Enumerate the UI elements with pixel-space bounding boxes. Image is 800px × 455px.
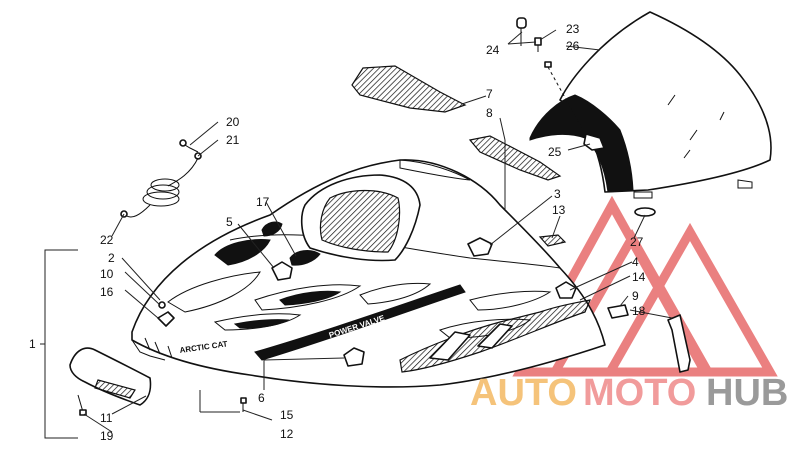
callout-25: 25 bbox=[548, 145, 562, 159]
callout-27: 27 bbox=[630, 235, 644, 249]
strip-8 bbox=[468, 135, 562, 181]
callout-6: 6 bbox=[258, 391, 265, 405]
callout-26: 26 bbox=[566, 39, 580, 53]
callout-22: 22 bbox=[100, 233, 114, 247]
seal-27 bbox=[634, 207, 656, 217]
watermark-hub: HUB bbox=[706, 372, 788, 414]
callout-17: 17 bbox=[256, 195, 270, 209]
callout-1: 1 bbox=[29, 337, 36, 351]
hood: POWER VALVE ARCTIC CAT bbox=[131, 159, 606, 388]
callout-13: 13 bbox=[552, 203, 566, 217]
leader-lines bbox=[40, 29, 673, 439]
patch-3 bbox=[467, 237, 493, 257]
callout-16: 16 bbox=[100, 285, 114, 299]
callout-24: 24 bbox=[486, 43, 500, 57]
callout-12: 12 bbox=[280, 427, 294, 441]
callout-15: 15 bbox=[280, 408, 294, 422]
callout-18: 18 bbox=[632, 304, 646, 318]
grommet-17 bbox=[289, 250, 321, 266]
callout-11: 11 bbox=[100, 411, 113, 425]
callout-9: 9 bbox=[632, 289, 639, 303]
decal-7 bbox=[351, 65, 467, 113]
windshield-hardware bbox=[516, 17, 605, 151]
strap-18 bbox=[667, 314, 691, 373]
callout-5: 5 bbox=[226, 215, 233, 229]
grommet-5 bbox=[271, 261, 293, 281]
callout-7: 7 bbox=[486, 87, 493, 101]
grommet-4 bbox=[555, 281, 577, 299]
callout-10: 10 bbox=[100, 267, 114, 281]
callout-21: 21 bbox=[226, 133, 240, 147]
patch-6 bbox=[343, 347, 365, 367]
callout-2: 2 bbox=[108, 251, 115, 265]
pin-10 bbox=[158, 301, 166, 309]
callout-3: 3 bbox=[554, 187, 561, 201]
bracket-11-hatch bbox=[94, 379, 136, 399]
callout-19: 19 bbox=[100, 429, 114, 443]
callout-labels: 1 2 3 4 5 6 7 8 9 10 11 12 13 14 15 16 1… bbox=[29, 22, 646, 443]
bracket-11 bbox=[69, 347, 152, 406]
cable-assembly bbox=[120, 139, 202, 218]
watermark-moto: MOTO bbox=[583, 372, 696, 414]
callout-4: 4 bbox=[632, 255, 639, 269]
callout-20: 20 bbox=[226, 115, 240, 129]
badge-13 bbox=[538, 234, 567, 247]
rivet-16 bbox=[157, 311, 175, 327]
watermark-text: AUTO MOTO HUB bbox=[470, 372, 788, 414]
clip-9 bbox=[607, 304, 629, 319]
windshield bbox=[529, 11, 772, 199]
screw-19 bbox=[77, 394, 87, 416]
callout-23: 23 bbox=[566, 22, 580, 36]
callout-14: 14 bbox=[632, 270, 646, 284]
callout-8: 8 bbox=[486, 106, 493, 120]
watermark-auto: AUTO bbox=[470, 372, 577, 414]
